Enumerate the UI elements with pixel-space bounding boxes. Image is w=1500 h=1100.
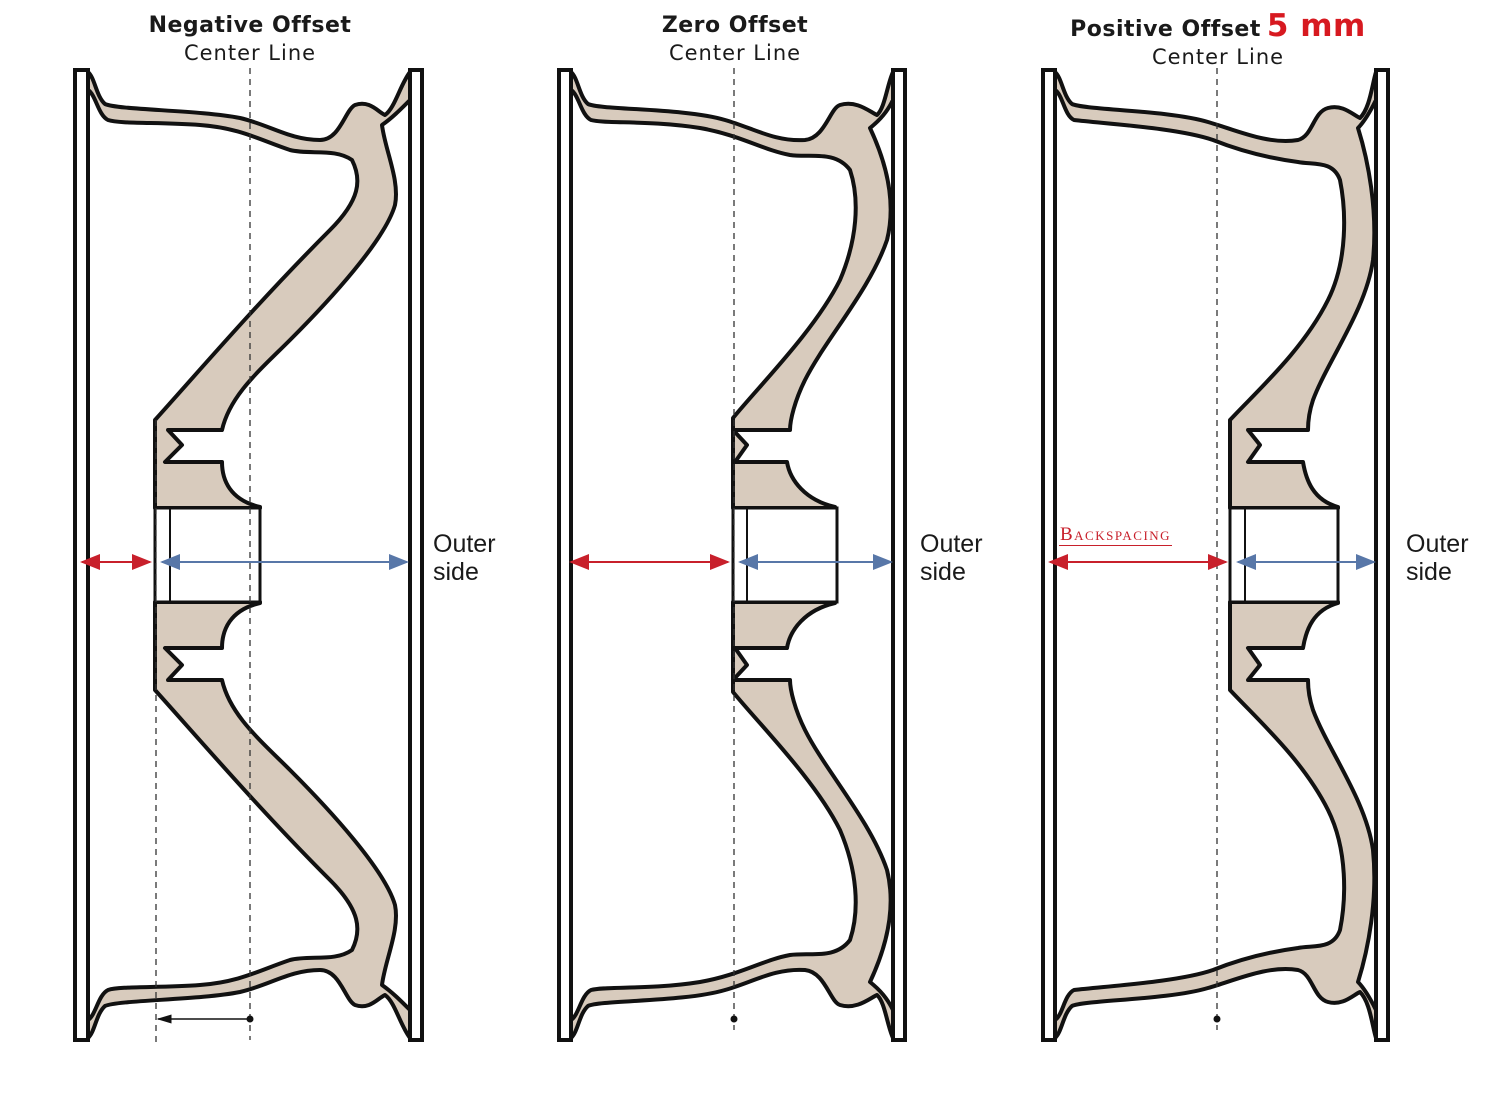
panel-title: Negative Offset <box>148 13 352 38</box>
panel-title-text: Positive Offset <box>1070 17 1261 42</box>
panel-header: Zero Offset Center Line <box>485 12 985 66</box>
outer-side-label: Outer side <box>433 530 496 586</box>
lower-spoke <box>569 600 895 1040</box>
outer-label-line1: Outer <box>1406 530 1469 558</box>
wheel-cross-section <box>557 68 907 1042</box>
outer-label-line2: side <box>433 558 479 586</box>
upper-spoke <box>569 70 895 510</box>
lower-spoke <box>86 600 412 1040</box>
center-line-label: Center Line <box>668 41 802 65</box>
wheel-cross-section <box>1041 68 1390 1042</box>
hub-bore <box>731 506 839 604</box>
upper-spoke <box>1053 70 1378 510</box>
outer-label-line2: side <box>1406 558 1452 586</box>
lower-spoke <box>1053 600 1378 1040</box>
rim-outer-flange <box>1374 68 1390 1042</box>
wheel-cross-section <box>73 68 424 1045</box>
center-dot <box>1213 1015 1221 1023</box>
offset-value: 5 mm <box>1266 8 1366 44</box>
outer-side-label: Outer side <box>1406 530 1469 586</box>
center-dot <box>730 1015 738 1023</box>
panel-title: Zero Offset <box>661 13 809 38</box>
rim-inner-flange <box>73 68 90 1042</box>
outer-label-line1: Outer <box>920 530 983 558</box>
panel-zero-offset: Zero Offset Center Line Outer side <box>485 0 985 1100</box>
panel-header: Negative Offset Center Line <box>0 12 500 66</box>
rim-outer-flange <box>408 68 424 1042</box>
rim-inner-flange <box>1041 68 1057 1042</box>
hub-bore <box>1228 506 1340 604</box>
outer-side-label: Outer side <box>920 530 983 586</box>
panel-negative-offset: Negative Offset Center Line <box>0 0 500 1100</box>
outer-label-line1: Outer <box>433 530 496 558</box>
center-dot <box>246 1015 254 1023</box>
rim-outer-flange <box>891 68 907 1042</box>
rim-inner-flange <box>557 68 573 1042</box>
upper-spoke <box>86 70 412 510</box>
center-line-label: Center Line <box>1151 45 1285 69</box>
center-line-label: Center Line <box>183 41 317 65</box>
backspacing-label: Backspacing <box>1059 524 1173 546</box>
outer-label-line2: side <box>920 558 966 586</box>
